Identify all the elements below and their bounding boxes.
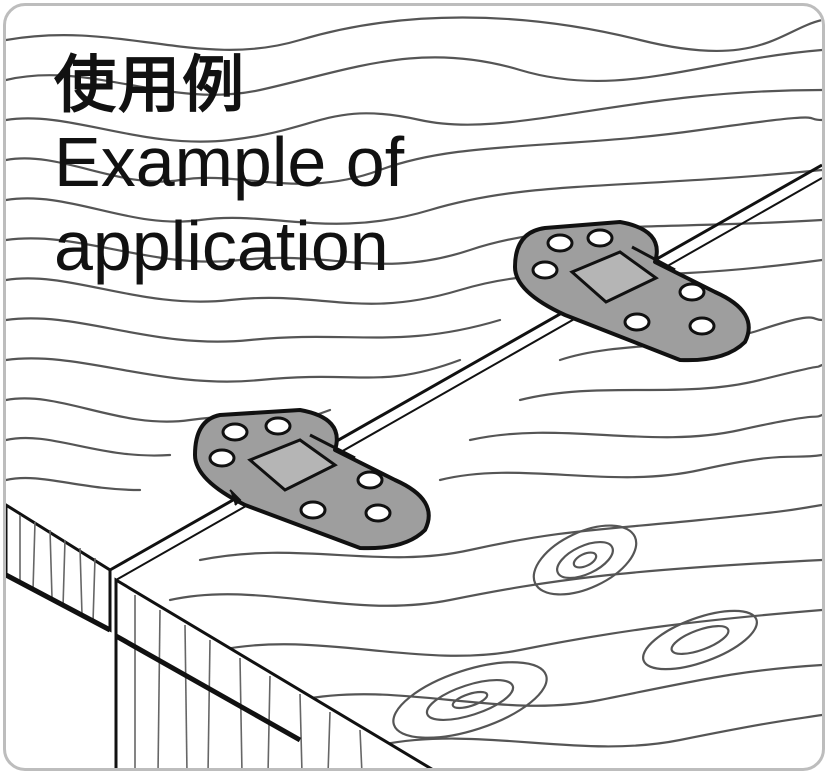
board-seam (109, 163, 822, 581)
flap-hinge-plate-back (513, 220, 751, 363)
flap-hinge-plate-front (193, 408, 431, 551)
screw-hole (531, 228, 716, 336)
screw-hole (208, 416, 392, 523)
board-edges (6, 502, 446, 768)
